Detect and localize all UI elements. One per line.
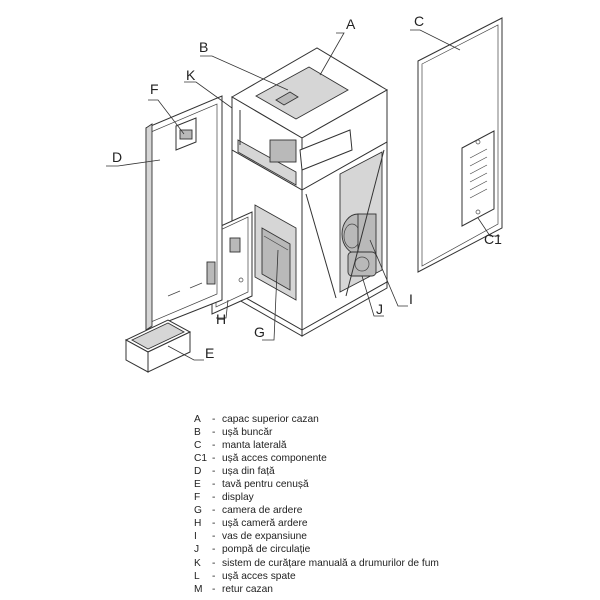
combustion-chamber-g — [254, 204, 297, 301]
legend-separator: - — [212, 531, 216, 543]
legend-key: E — [194, 479, 201, 491]
legend-row: F-display — [194, 491, 524, 504]
legend-description: retur cazan — [222, 583, 273, 595]
callout-h: H — [216, 311, 226, 327]
legend-key: A — [194, 414, 201, 425]
legend-key: M — [194, 583, 203, 595]
legend-row: C-manta laterală — [194, 439, 524, 452]
legend-separator: - — [212, 570, 216, 582]
legend-row: L-ușă acces spate — [194, 570, 524, 583]
callout-k: K — [186, 67, 196, 83]
legend-key: J — [194, 544, 200, 556]
access-door-c1 — [461, 130, 495, 227]
hopper-door-b — [255, 66, 349, 120]
legend-description: vas de expansiune — [222, 531, 307, 543]
legend-description: ușă cameră ardere — [222, 518, 308, 530]
legend-separator: - — [212, 453, 216, 465]
legend-row: J-pompă de circulație — [194, 543, 524, 556]
legend-description: camera de ardere — [222, 505, 303, 517]
callout-c1: C1 — [484, 231, 502, 247]
callout-f: F — [150, 81, 159, 97]
legend-key: D — [194, 466, 202, 478]
callout-c: C — [414, 13, 424, 29]
callout-e: E — [205, 345, 214, 361]
legend-description: display — [222, 492, 254, 504]
legend-key: B — [194, 427, 201, 439]
legend-key: H — [194, 518, 202, 530]
side-panel-c — [417, 17, 503, 273]
legend-row: G-camera de ardere — [194, 504, 524, 517]
callout-a: A — [346, 16, 356, 32]
callout-b: B — [199, 39, 208, 55]
legend-row: M-retur cazan — [194, 583, 524, 596]
front-door-d — [145, 95, 223, 331]
legend-key: C — [194, 440, 202, 452]
legend-description: capac superior cazan — [222, 414, 319, 425]
legend-row: K-sistem de curățare manuală a drumurilo… — [194, 557, 524, 570]
callout-d: D — [112, 149, 122, 165]
legend-separator: - — [212, 544, 216, 556]
legend-description: sistem de curățare manuală a drumurilor … — [222, 557, 439, 569]
legend-description: ușa din față — [222, 466, 275, 478]
legend-separator: - — [212, 518, 216, 530]
callout-j: J — [376, 301, 383, 317]
callout-i: I — [409, 291, 413, 307]
boiler-body — [231, 47, 388, 337]
legend-row: B-ușă buncăr — [194, 426, 524, 439]
legend-key: K — [194, 557, 201, 569]
legend-separator: - — [212, 466, 216, 478]
legend-description: manta laterală — [222, 440, 287, 452]
legend-row: I -vas de expansiune — [194, 530, 524, 543]
legend-row: C1-ușă acces componente — [194, 452, 524, 465]
legend-key: C1 — [194, 453, 208, 465]
display-f — [175, 117, 197, 151]
legend-separator: - — [212, 583, 216, 595]
legend-separator: - — [212, 492, 216, 504]
legend-key: L — [194, 570, 200, 582]
legend-description: tavă pentru cenușă — [222, 479, 309, 491]
legend-row: E-tavă pentru cenușă — [194, 478, 524, 491]
boiler-exploded-diagram: A B C C1 D E F G H I J K — [106, 13, 503, 373]
legend-separator: - — [212, 479, 216, 491]
legend-row: A-capac superior cazan — [194, 413, 524, 426]
legend-key: F — [194, 492, 201, 504]
legend-separator: - — [212, 440, 216, 452]
legend-row: D-ușa din față — [194, 465, 524, 478]
legend-description: ușă acces componente — [222, 453, 327, 465]
callout-g: G — [254, 324, 265, 340]
legend-key: G — [194, 505, 202, 517]
legend-row: H-ușă cameră ardere — [194, 517, 524, 530]
ash-tray-e — [124, 319, 192, 373]
legend-separator: - — [212, 557, 216, 569]
legend-key: I — [194, 531, 197, 543]
leader-lines — [106, 29, 500, 361]
legend-description: ușă acces spate — [222, 570, 296, 582]
legend-description: pompă de circulație — [222, 544, 311, 556]
legend-separator: - — [212, 427, 216, 439]
legend-description: ușă buncăr — [222, 427, 273, 439]
legend-separator: - — [212, 414, 216, 425]
legend-separator: - — [212, 505, 216, 517]
